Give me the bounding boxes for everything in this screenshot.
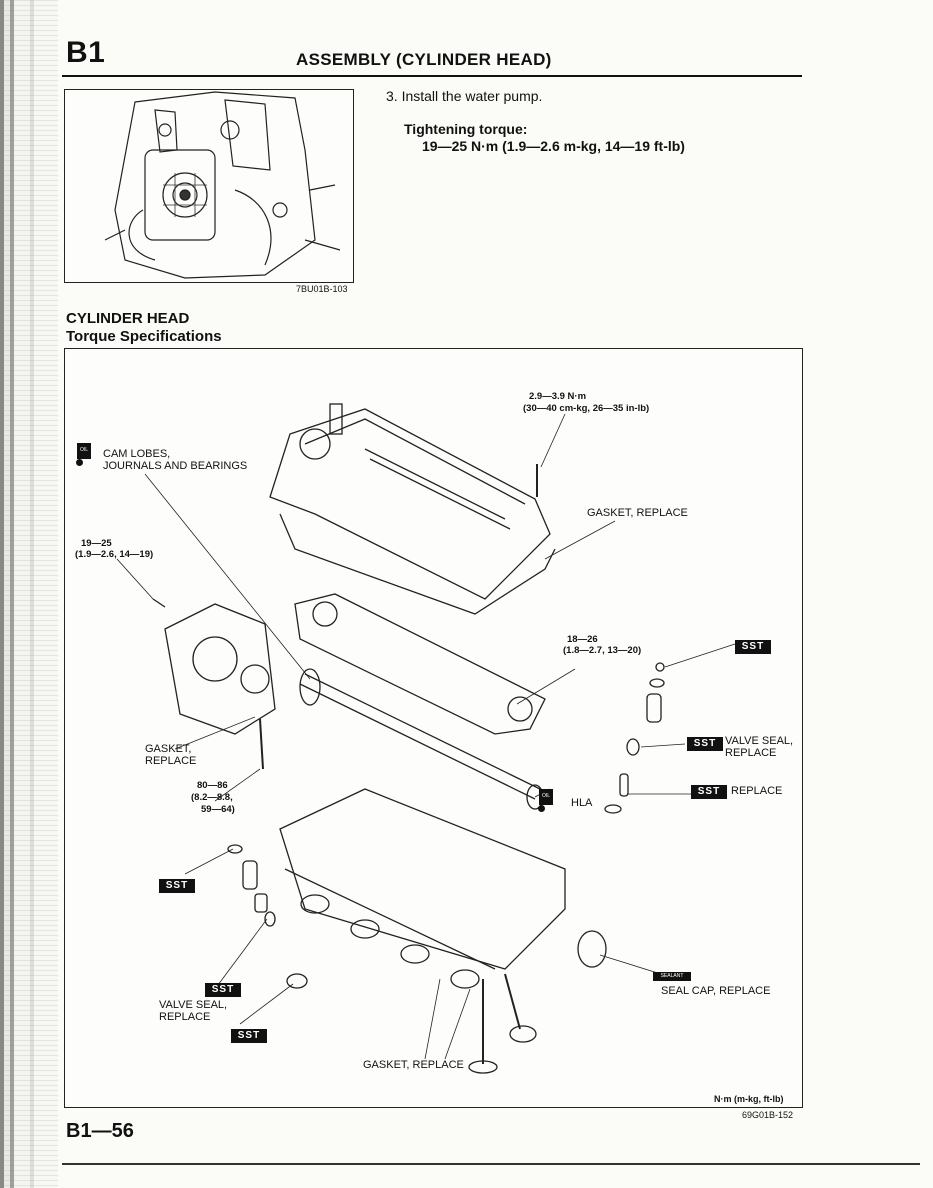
callout-head-bolt-torque: 80—86 (197, 780, 228, 791)
head-cover (269, 408, 551, 600)
rocker-assembly (294, 593, 546, 735)
sst-badge: SST (735, 640, 771, 654)
water-pump-figure (64, 89, 354, 283)
oil-icon: OIL (76, 443, 91, 466)
figure-code-water-pump: 7BU01B-103 (296, 284, 348, 294)
callout-pump-torque: 19—25 (81, 538, 112, 549)
front-housing (164, 603, 276, 735)
callout-valve-seal-right: VALVE SEAL, (725, 735, 794, 747)
callout-replace-right: REPLACE (731, 785, 783, 797)
callout-head-bolt-torque-mkg: (8.2—8.8, (191, 792, 233, 803)
sst-badge: SST (231, 1029, 267, 1043)
callout-gasket-left-replace: REPLACE (145, 755, 197, 767)
sst-badge: SST (691, 785, 727, 799)
callout-journals-bearings: JOURNALS AND BEARINGS (103, 460, 248, 472)
callout-hla: HLA (571, 797, 593, 809)
callout-valve-seal-right-replace: REPLACE (725, 747, 777, 759)
header-rule (62, 75, 802, 77)
page-title: ASSEMBLY (CYLINDER HEAD) (296, 50, 552, 69)
scan-binding-edge (0, 0, 58, 1188)
units-note: N·m (m-kg, ft-lb) (714, 1094, 784, 1104)
callout-gasket-bottom: GASKET, REPLACE (363, 1059, 464, 1071)
cylinder-head (279, 788, 566, 970)
camshaft (299, 683, 536, 800)
callout-cover-bolt-torque: 2.9—3.9 N·m (529, 391, 587, 402)
callout-pump-torque-units: (1.9—2.6, 14—19) (75, 549, 154, 560)
callout-rocker-torque: 18—26 (567, 634, 598, 645)
step-instruction: 3. Install the water pump. (386, 88, 543, 104)
cylinder-head-exploded-diagram: 2.9—3.9 N·m (30—40 cm-kg, 26—35 in-lb) O… (64, 348, 803, 1108)
section-heading: CYLINDER HEAD (66, 310, 190, 327)
sealant-icon: SEALANT (653, 972, 691, 981)
callout-gasket-top: GASKET, REPLACE (587, 507, 688, 519)
figure-code-diagram: 69G01B-152 (742, 1110, 794, 1120)
callout-head-bolt-torque-ftlb: 59—64) (201, 804, 235, 815)
sst-badge: SST (159, 879, 195, 893)
callout-cam-lobes: CAM LOBES, (103, 448, 171, 460)
oil-icon: OIL (538, 789, 553, 812)
callout-cover-bolt-torque-units: (30—40 cm-kg, 26—35 in-lb) (523, 403, 650, 414)
sst-badge: SST (205, 983, 241, 997)
water-pump-illustration (104, 91, 341, 279)
torque-value: 19—25 N·m (1.9—2.6 m-kg, 14—19 ft-lb) (422, 138, 685, 154)
section-code: B1 (66, 36, 106, 69)
callout-valve-seal-left-replace: REPLACE (159, 1011, 211, 1023)
callout-rocker-torque-units: (1.8—2.7, 13—20) (563, 645, 642, 656)
section-subheading: Torque Specifications (66, 328, 222, 345)
callout-gasket-left: GASKET, (145, 743, 192, 755)
sst-badge: SST (687, 737, 723, 751)
callout-seal-cap: SEAL CAP, REPLACE (661, 985, 771, 997)
torque-label: Tightening torque: (404, 121, 528, 137)
callout-valve-seal-left: VALVE SEAL, (159, 999, 228, 1011)
page-number: B1—56 (66, 1120, 134, 1142)
footer-rule (62, 1163, 920, 1165)
cover-gasket (279, 513, 556, 615)
exploded-view-illustration (116, 403, 736, 1074)
